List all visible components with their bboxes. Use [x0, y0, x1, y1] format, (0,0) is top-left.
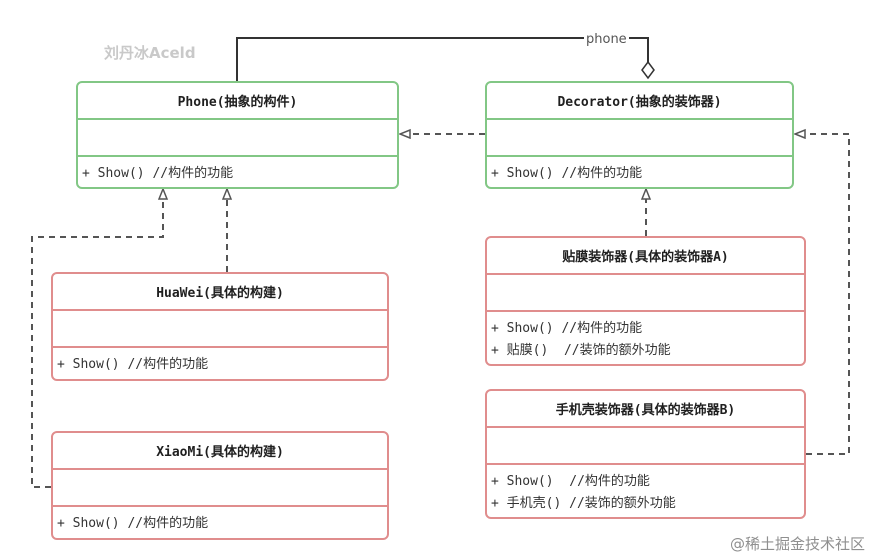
huawei-class-title: HuaWei(具体的构建)	[156, 286, 284, 301]
method-line: + Show() //构件的功能	[491, 321, 643, 336]
aggregation-line	[236, 37, 649, 81]
decorator-attributes	[487, 118, 792, 155]
method-line: + 贴膜() //装饰的额外功能	[491, 343, 671, 358]
method-line: + Show() //构件的功能	[82, 166, 234, 181]
decorator-a-attributes	[487, 273, 804, 310]
decorator-b-methods: + Show() //构件的功能 + 手机壳() //装饰的额外功能	[487, 463, 804, 517]
decorator-b-class-box[interactable]: 手机壳装饰器(具体的装饰器B) + Show() //构件的功能 + 手机壳() …	[485, 389, 806, 519]
decorator-a-class-title: 贴膜装饰器(具体的装饰器A)	[562, 250, 729, 265]
phone-methods: + Show() //构件的功能	[78, 155, 397, 187]
method-line: + Show() //构件的功能	[57, 357, 209, 372]
xiaomi-realization-line	[31, 189, 163, 488]
aggregation-label: phone	[584, 32, 629, 47]
decorator-class-box[interactable]: Decorator(抽象的装饰器) + Show() //构件的功能	[485, 81, 794, 189]
xiaomi-methods: + Show() //构件的功能	[53, 505, 387, 538]
method-line: + Show() //构件的功能	[491, 166, 643, 181]
method-line: + 手机壳() //装饰的额外功能	[491, 496, 676, 511]
decorator-b-attributes	[487, 426, 804, 463]
decorator-b-class-title: 手机壳装饰器(具体的装饰器B)	[555, 403, 736, 418]
phone-class-box[interactable]: Phone(抽象的构件) + Show() //构件的功能	[76, 81, 399, 189]
aggregation-diamond	[641, 60, 655, 80]
author-label: 刘丹冰Aceld	[104, 44, 196, 62]
xiaomi-attributes	[53, 468, 387, 505]
watermark-label: @稀土掘金技术社区	[729, 535, 865, 553]
decorator-a-methods: + Show() //构件的功能 + 贴膜() //装饰的额外功能	[487, 310, 804, 364]
decorator-methods: + Show() //构件的功能	[487, 155, 792, 187]
method-line: + Show() //构件的功能	[491, 474, 650, 489]
decorator-b-realization-line	[795, 134, 850, 455]
xiaomi-class-title: XiaoMi(具体的构建)	[156, 445, 284, 460]
huawei-class-box[interactable]: HuaWei(具体的构建) + Show() //构件的功能	[51, 272, 389, 381]
phone-attributes	[78, 118, 397, 155]
phone-class-title: Phone(抽象的构件)	[177, 95, 298, 110]
decorator-a-class-box[interactable]: 贴膜装饰器(具体的装饰器A) + Show() //构件的功能 + 贴膜() //…	[485, 236, 806, 366]
decorator-class-title: Decorator(抽象的装饰器)	[557, 95, 722, 110]
huawei-methods: + Show() //构件的功能	[53, 346, 387, 379]
huawei-attributes	[53, 309, 387, 346]
xiaomi-class-box[interactable]: XiaoMi(具体的构建) + Show() //构件的功能	[51, 431, 389, 540]
method-line: + Show() //构件的功能	[57, 516, 209, 531]
